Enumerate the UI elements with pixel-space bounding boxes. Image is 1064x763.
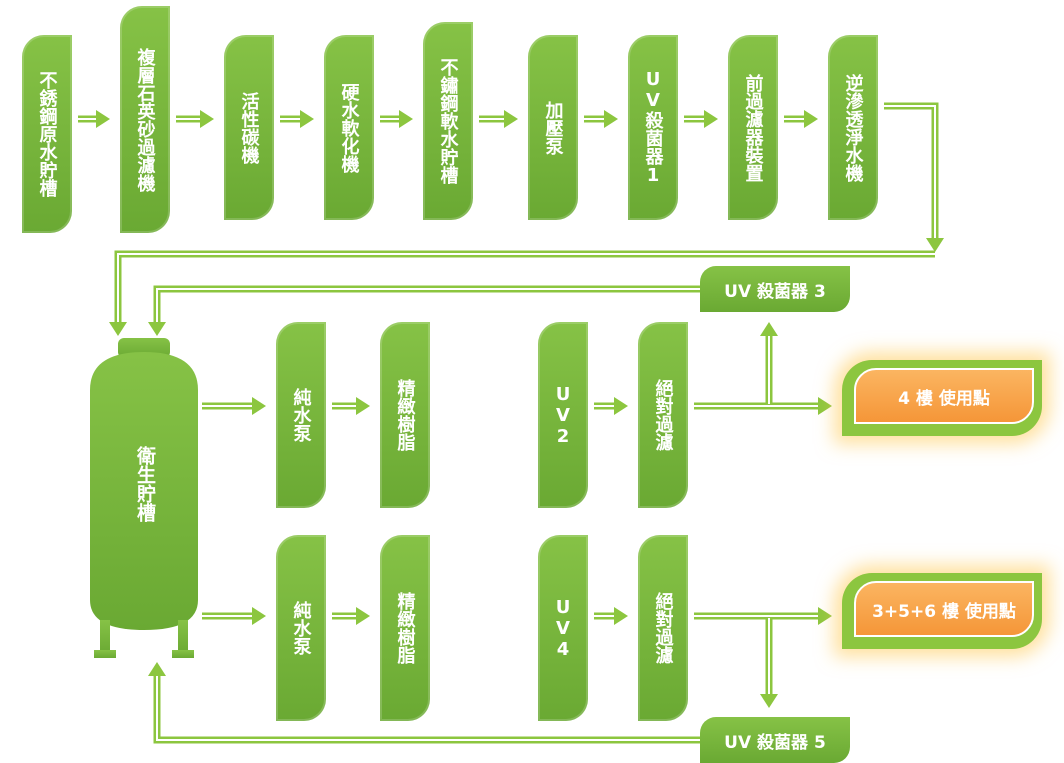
activated-carbon-unit: 活性碳機 — [224, 35, 274, 220]
pipe-filter-b-to-usepoint-arrowhead — [818, 607, 832, 625]
pipe-uv5-return-arrowhead — [148, 662, 166, 676]
stainless-raw-water-tank: 不銹鋼原水貯槽 — [22, 35, 72, 233]
prefilter-label: 前過濾器裝置 — [742, 73, 764, 182]
branch-a-pump-label: 純水泵 — [290, 388, 312, 442]
branch-a-uv-label: UV2 — [552, 383, 574, 447]
pipe-uv2-to-filter-a-arrowhead — [614, 397, 628, 415]
pipe-sand-to-carbon — [176, 110, 214, 128]
pipe-softener-to-softtank-arrowhead — [399, 110, 413, 128]
pipe-uv4-to-filter-b-arrowhead — [614, 607, 628, 625]
pipe-pump-to-uv1-arrowhead — [604, 110, 618, 128]
branch-a-absolute-filter: 絕對過濾 — [638, 322, 688, 508]
pipe-ro-outlet-arrowhead — [926, 238, 944, 252]
booster-pump-label: 加壓泵 — [542, 100, 564, 155]
pipe-tank-to-sand — [78, 110, 110, 128]
branch-a-pure-water-pump: 純水泵 — [276, 322, 326, 508]
pipe-prefilter-to-ro — [784, 110, 818, 128]
use-point-3-5-6f-label: 3+5+6 樓 使用點 — [872, 601, 1016, 622]
pipe-tank-to-pump-b-arrowhead — [252, 607, 266, 625]
branch-b-pump-label: 純水泵 — [290, 601, 312, 655]
pipe-tank-to-pump-a-arrowhead — [252, 397, 266, 415]
quartz-sand-filter: 複層石英砂過濾機 — [120, 6, 170, 233]
branch-b-resin-label: 精緻樹脂 — [394, 592, 416, 664]
uv-sterilizer-1: UV殺菌器1 — [628, 35, 678, 220]
pipe-uv3-return — [148, 285, 700, 336]
pipe-filter-b-to-usepoint — [694, 607, 832, 625]
pipe-filter-a-to-usepoint-arrowhead — [818, 397, 832, 415]
pipe-ro-to-tank-arrowhead — [109, 322, 127, 336]
pipe-carbon-to-softener — [280, 110, 314, 128]
pipe-tank-to-sand-arrowhead — [96, 110, 110, 128]
pipe-uv2-to-filter-a — [594, 397, 628, 415]
uv-sterilizer-3-label: UV 殺菌器 3 — [724, 281, 826, 302]
branch-b-polishing-resin: 精緻樹脂 — [380, 535, 430, 721]
pipe-pump-a-to-resin-a-arrowhead — [356, 397, 370, 415]
pipe-branch-b-to-uv5-arrowhead — [760, 694, 778, 708]
use-point-4f-label: 4 樓 使用點 — [898, 388, 990, 409]
pipe-uv1-to-prefilter-arrowhead — [704, 110, 718, 128]
pipe-filter-a-to-usepoint — [694, 397, 832, 415]
pipe-uv1-to-prefilter — [684, 110, 718, 128]
branch-b-uv: UV4 — [538, 535, 588, 721]
pipe-softtank-to-pump-arrowhead — [504, 110, 518, 128]
pipe-softtank-to-pump — [479, 110, 518, 128]
branch-b-uv-label: UV4 — [552, 596, 574, 660]
branch-a-polishing-resin: 精緻樹脂 — [380, 322, 430, 508]
pipe-ro-to-tank — [109, 250, 935, 336]
pipe-pump-b-to-resin-b-arrowhead — [356, 607, 370, 625]
pipe-pump-b-to-resin-b — [332, 607, 370, 625]
pipe-carbon-to-softener-arrowhead — [300, 110, 314, 128]
branch-a-resin-label: 精緻樹脂 — [394, 379, 416, 451]
use-point-3-5-6f: 3+5+6 樓 使用點 — [842, 573, 1042, 649]
pipe-branch-b-to-uv5 — [760, 618, 778, 708]
prefilter-unit: 前過濾器裝置 — [728, 35, 778, 220]
sanitary-storage-tank — [90, 338, 198, 658]
pipe-uv3-return-arrowhead — [148, 322, 166, 336]
pipe-tank-to-pump-b — [202, 607, 266, 625]
pipe-pump-to-uv1 — [584, 110, 618, 128]
use-point-4f-inner: 4 樓 使用點 — [854, 368, 1034, 424]
booster-pump: 加壓泵 — [528, 35, 578, 220]
pipe-softener-to-softtank — [380, 110, 413, 128]
branch-a-uv: UV2 — [538, 322, 588, 508]
pipe-ro-outlet — [884, 102, 944, 252]
use-point-3-5-6f-inner: 3+5+6 樓 使用點 — [854, 581, 1034, 637]
uv-sterilizer-5: UV 殺菌器 5 — [700, 717, 850, 763]
water-softener-label: 硬水軟化機 — [338, 82, 360, 173]
uv-sterilizer-3: UV 殺菌器 3 — [700, 266, 850, 312]
ro-purifier: 逆滲透淨水機 — [828, 35, 878, 220]
soft-water-tank: 不鏽鋼軟水貯槽 — [423, 22, 473, 220]
stainless-raw-water-tank-label: 不銹鋼原水貯槽 — [36, 71, 58, 197]
pipe-prefilter-to-ro-arrowhead — [804, 110, 818, 128]
water-softener: 硬水軟化機 — [324, 35, 374, 220]
branch-a-filter-label: 絕對過濾 — [652, 379, 674, 451]
uv-sterilizer-1-label: UV殺菌器1 — [642, 69, 664, 186]
soft-water-tank-label: 不鏽鋼軟水貯槽 — [437, 58, 459, 184]
use-point-4f: 4 樓 使用點 — [842, 360, 1042, 436]
ro-purifier-label: 逆滲透淨水機 — [842, 73, 864, 182]
branch-b-pure-water-pump: 純水泵 — [276, 535, 326, 721]
pipe-sand-to-carbon-arrowhead — [200, 110, 214, 128]
pipe-uv5-return — [148, 662, 700, 744]
storage-tank-label: 衛生貯槽 — [134, 446, 156, 522]
pipe-tank-to-pump-a — [202, 397, 266, 415]
branch-b-filter-label: 絕對過濾 — [652, 592, 674, 664]
pipe-pump-a-to-resin-a — [332, 397, 370, 415]
pipe-uv4-to-filter-b — [594, 607, 628, 625]
activated-carbon-label: 活性碳機 — [238, 91, 260, 164]
uv-sterilizer-5-label: UV 殺菌器 5 — [724, 732, 826, 753]
branch-b-absolute-filter: 絕對過濾 — [638, 535, 688, 721]
pipe-branch-a-to-uv3 — [760, 322, 778, 404]
quartz-sand-filter-label: 複層石英砂過濾機 — [134, 47, 156, 192]
pipe-branch-a-to-uv3-arrowhead — [760, 322, 778, 336]
